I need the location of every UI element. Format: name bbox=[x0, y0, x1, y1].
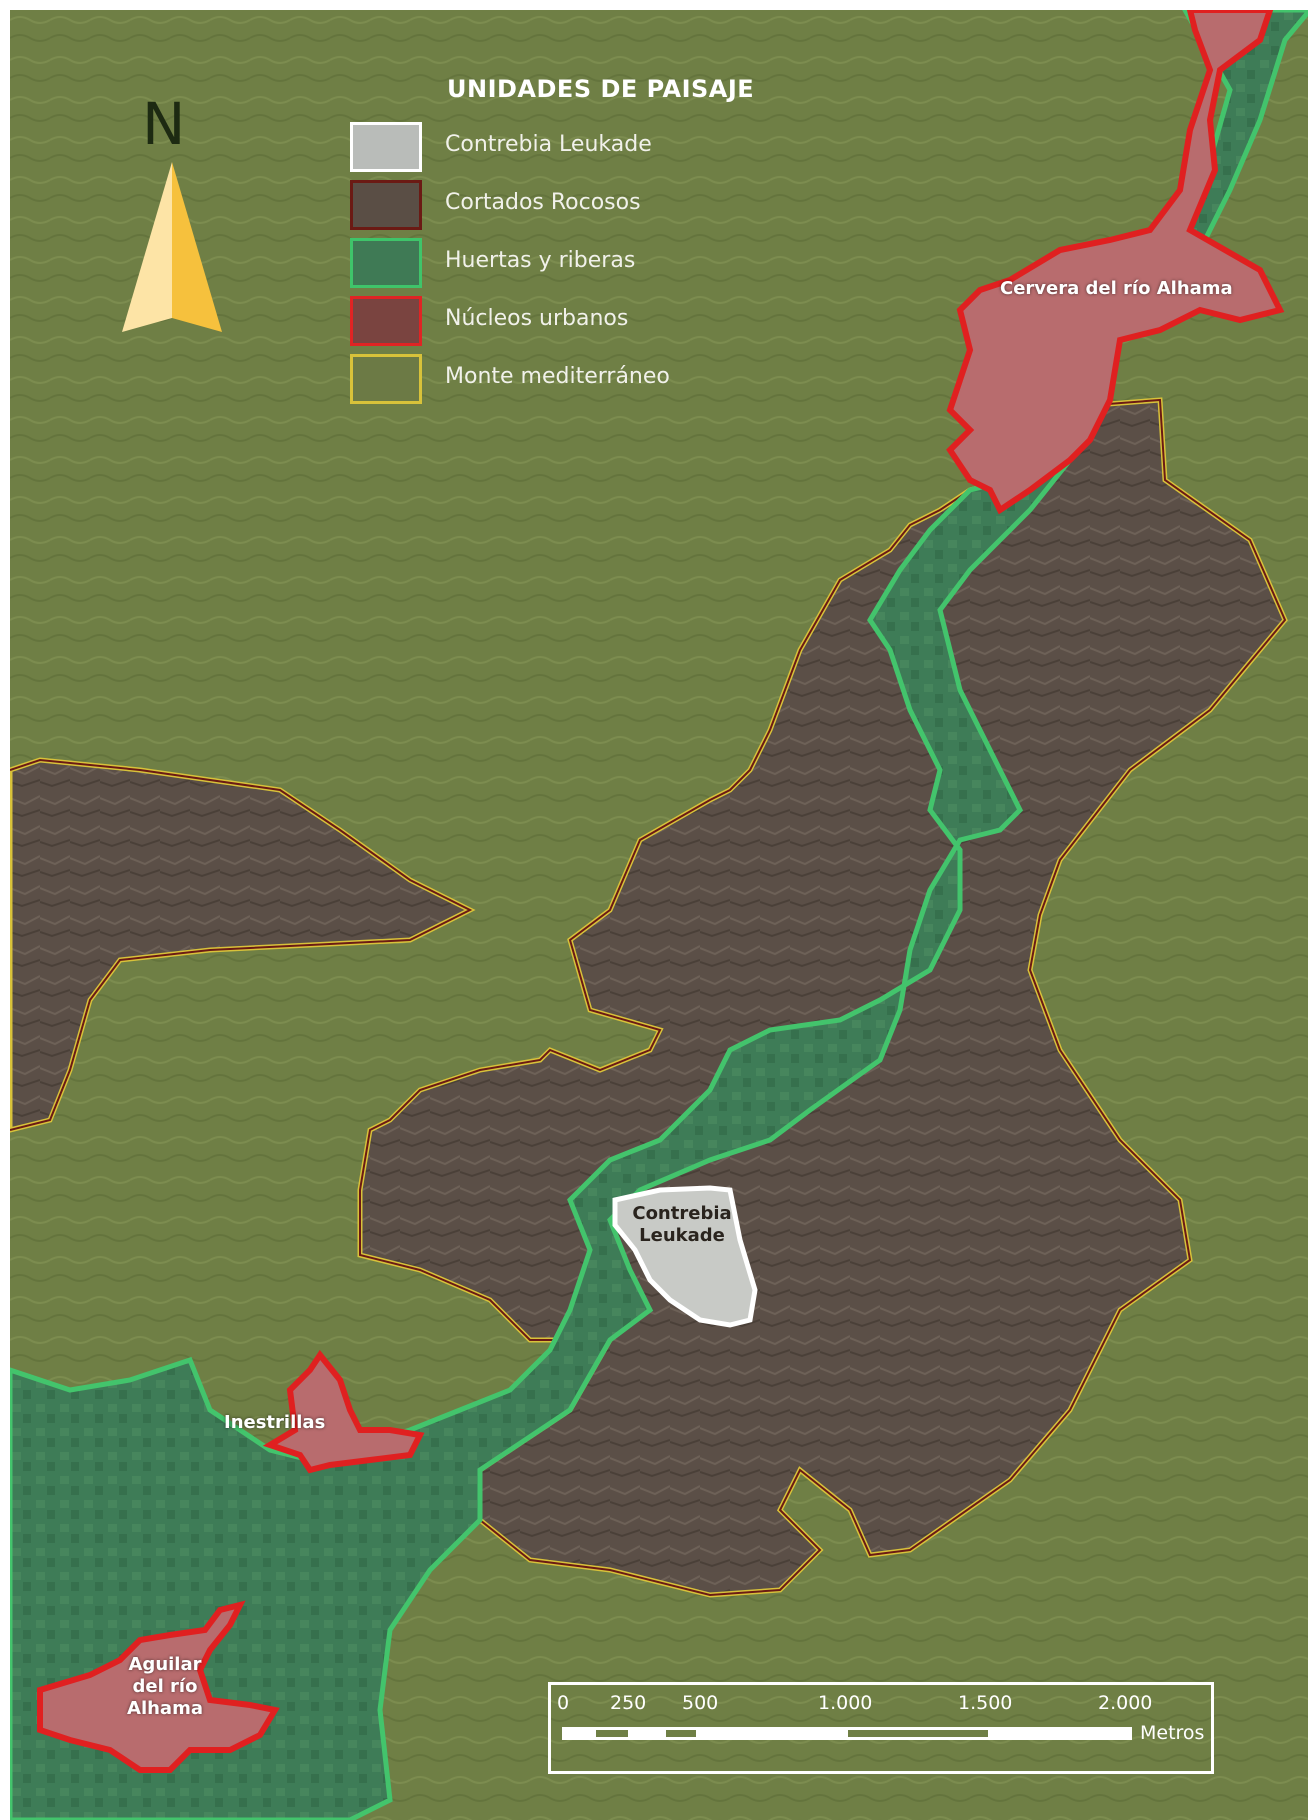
legend-label: Huertas y riberas bbox=[445, 248, 636, 273]
scale-tick-250: 250 bbox=[610, 1692, 647, 1714]
scale-units: Metros bbox=[1140, 1722, 1205, 1744]
nucleo-urbano-aguilar bbox=[37, 1600, 280, 1773]
landscape-units-map bbox=[10, 10, 1308, 1820]
scale-tick-1000: 1.000 bbox=[818, 1692, 873, 1714]
scale-tick-500: 500 bbox=[682, 1692, 719, 1714]
legend-label: Contrebia Leukade bbox=[445, 132, 652, 157]
scale-tick-0: 0 bbox=[557, 1692, 570, 1714]
place-label-aguilar: Aguilar del río Alhama bbox=[127, 1654, 203, 1719]
legend-swatch bbox=[350, 296, 422, 346]
place-label-cervera: Cervera del río Alhama bbox=[1000, 278, 1233, 299]
legend-swatch bbox=[350, 238, 422, 288]
map-canvas[interactable]: N UNIDADES DE PAISAJE Contrebia Leukade … bbox=[10, 10, 1308, 1820]
scale-tick-1500: 1.500 bbox=[958, 1692, 1013, 1714]
legend-swatch bbox=[350, 122, 422, 172]
contrebia-leukade-area bbox=[612, 1185, 758, 1328]
nucleo-urbano-cervera bbox=[946, 10, 1285, 515]
legend-swatch bbox=[350, 180, 422, 230]
nucleo-urbano-inestrillas bbox=[262, 1349, 425, 1474]
legend-label: Monte mediterráneo bbox=[445, 364, 670, 389]
legend-label: Cortados Rocosos bbox=[445, 190, 641, 215]
legend-title: UNIDADES DE PAISAJE bbox=[447, 75, 755, 103]
place-label-contrebia: Contrebia Leukade bbox=[632, 1203, 732, 1246]
place-label-inestrillas: Inestrillas bbox=[224, 1412, 326, 1433]
north-arrow-icon bbox=[122, 162, 222, 332]
scale-tick-2000: 2.000 bbox=[1098, 1692, 1153, 1714]
north-arrow-letter: N bbox=[142, 90, 186, 158]
legend-swatch bbox=[350, 354, 422, 404]
legend-label: Núcleos urbanos bbox=[445, 306, 629, 331]
scale-bar bbox=[548, 1682, 1214, 1774]
